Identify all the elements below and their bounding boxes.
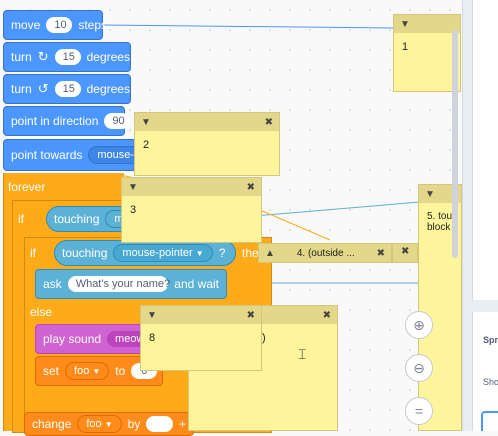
note-text: 4. (outside ... bbox=[296, 247, 355, 259]
note-header[interactable]: ▼✖ bbox=[122, 178, 261, 196]
stage-area bbox=[472, 0, 498, 300]
comment-note-3[interactable]: ▼✖ 3 bbox=[121, 177, 262, 243]
question-mark: ? bbox=[218, 246, 226, 260]
zoom-reset-button[interactable]: = bbox=[405, 397, 433, 425]
by-label: by bbox=[127, 417, 141, 431]
close-icon[interactable]: ✖ bbox=[246, 181, 255, 193]
ask-and-wait-block[interactable]: ask What's your name? and wait bbox=[35, 269, 227, 299]
ask-question-input[interactable]: What's your name? bbox=[67, 276, 170, 292]
dropdown-arrow-icon: ▼ bbox=[195, 249, 204, 258]
turn-label: turn bbox=[11, 50, 32, 64]
comment-note-2[interactable]: ▼✖ 2 bbox=[134, 112, 280, 176]
turn-right-block[interactable]: turn ↻ 15 degrees bbox=[3, 42, 131, 72]
set-variable-dropdown[interactable]: foo ▼ bbox=[65, 362, 110, 380]
comment-note-4-collapsed[interactable]: ▲ 4. (outside ... ✖ bbox=[258, 243, 392, 263]
steps-label: steps bbox=[78, 18, 108, 32]
change-var-name: foo bbox=[86, 418, 102, 430]
text-cursor-icon: ⌶ bbox=[298, 346, 307, 362]
note-text[interactable]: 3 bbox=[130, 204, 137, 216]
dropdown-arrow-icon: ▼ bbox=[104, 420, 113, 429]
close-icon[interactable]: ✖ bbox=[401, 246, 410, 257]
collapse-icon[interactable]: ▼ bbox=[400, 18, 410, 30]
collapse-icon[interactable]: ▼ bbox=[147, 309, 157, 321]
touching-mouse-pointer-condition[interactable]: touching mouse-pointer ▼ ? bbox=[54, 240, 236, 266]
close-icon[interactable]: ✖ bbox=[376, 247, 385, 259]
collapse-icon[interactable]: ▼ bbox=[128, 181, 138, 193]
plus-label: + bbox=[178, 417, 186, 431]
then-label: the bbox=[242, 246, 259, 260]
note-text[interactable]: 2 bbox=[143, 139, 150, 151]
degrees-label: degrees bbox=[86, 50, 130, 64]
forever-label: forever bbox=[8, 180, 46, 194]
turn-right-degrees-input[interactable]: 15 bbox=[54, 49, 81, 65]
note-text[interactable]: 8 bbox=[149, 332, 156, 344]
turn-left-degrees-input[interactable]: 15 bbox=[54, 81, 81, 97]
sprite-label: Spr bbox=[483, 335, 498, 345]
touching-inner-label: touching bbox=[62, 246, 108, 260]
note-text[interactable]: 5. tou block bbox=[427, 211, 453, 233]
comment-note-1[interactable]: ▼ 1 bbox=[393, 14, 461, 92]
point-in-direction-block[interactable]: point in direction 90 bbox=[3, 106, 131, 136]
change-value-input[interactable] bbox=[146, 416, 173, 432]
note-header[interactable]: ▲ 4. (outside ... ✖ bbox=[259, 244, 391, 262]
play-sound-block[interactable]: play sound meow bbox=[35, 324, 153, 354]
ask-label: ask bbox=[43, 277, 62, 291]
point-in-direction-label: point in direction bbox=[11, 114, 99, 128]
point-towards-block[interactable]: point towards mouse-po bbox=[3, 139, 156, 171]
expand-icon[interactable]: ▲ bbox=[265, 247, 275, 259]
point-towards-label: point towards bbox=[11, 148, 83, 162]
touching-outer-condition[interactable]: touching m bbox=[46, 206, 133, 232]
if-outer-label: if bbox=[18, 212, 24, 226]
set-label: set bbox=[43, 364, 60, 378]
touching-outer-label: touching bbox=[54, 212, 100, 226]
rotate-left-icon: ↺ bbox=[37, 81, 49, 96]
zoom-in-icon: ⊕ bbox=[413, 316, 425, 333]
touching-mouse-pointer-dropdown[interactable]: mouse-pointer ▼ bbox=[113, 244, 213, 262]
close-icon[interactable]: ✖ bbox=[246, 309, 255, 321]
else-label: else bbox=[30, 305, 53, 319]
vertical-scrollbar[interactable] bbox=[452, 30, 458, 258]
note-header[interactable]: ▼ bbox=[394, 15, 460, 33]
move-label: move bbox=[11, 18, 41, 32]
turn-left-block[interactable]: turn ↺ 15 degrees bbox=[3, 74, 131, 104]
close-icon[interactable]: ✖ bbox=[264, 116, 273, 128]
collapse-icon[interactable]: ▼ bbox=[141, 116, 151, 128]
to-label: to bbox=[115, 364, 126, 378]
zoom-out-icon: ⊖ bbox=[413, 359, 425, 376]
note-header[interactable]: ▼ bbox=[419, 185, 461, 203]
show-label: Sho bbox=[483, 377, 498, 387]
play-sound-label: play sound bbox=[43, 332, 102, 346]
direction-input[interactable]: 90 bbox=[104, 113, 131, 129]
mouse-pointer-value: mouse-pointer bbox=[122, 247, 193, 259]
move-steps-block[interactable]: move 10 steps bbox=[3, 10, 107, 40]
zoom-reset-icon: = bbox=[414, 403, 424, 419]
if-inner-label: if bbox=[30, 246, 36, 260]
show-toggle[interactable] bbox=[481, 411, 498, 431]
comment-note-close-stub[interactable]: ✖ bbox=[392, 243, 418, 263]
note-header[interactable]: ▼✖ bbox=[141, 306, 261, 324]
degrees-label: degrees bbox=[86, 82, 130, 96]
and-wait-label: and wait bbox=[174, 277, 219, 291]
rotate-right-icon: ↻ bbox=[37, 49, 49, 64]
note-header[interactable]: ▼✖ bbox=[135, 113, 279, 131]
close-icon[interactable]: ✖ bbox=[322, 309, 331, 321]
set-var-name: foo bbox=[74, 365, 90, 377]
change-variable-block[interactable]: change foo ▼ by + bbox=[24, 412, 194, 436]
turn-label: turn bbox=[11, 82, 32, 96]
change-variable-dropdown[interactable]: foo ▼ bbox=[77, 415, 122, 433]
dropdown-arrow-icon: ▼ bbox=[92, 367, 101, 376]
zoom-in-button[interactable]: ⊕ bbox=[405, 311, 433, 339]
move-steps-input[interactable]: 10 bbox=[46, 17, 73, 33]
collapse-icon[interactable]: ▼ bbox=[425, 188, 435, 200]
zoom-out-button[interactable]: ⊖ bbox=[405, 354, 433, 382]
change-label: change bbox=[32, 417, 72, 431]
comment-note-8[interactable]: ▼✖ 8 bbox=[140, 305, 262, 371]
note-text[interactable]: 1 bbox=[402, 41, 409, 53]
